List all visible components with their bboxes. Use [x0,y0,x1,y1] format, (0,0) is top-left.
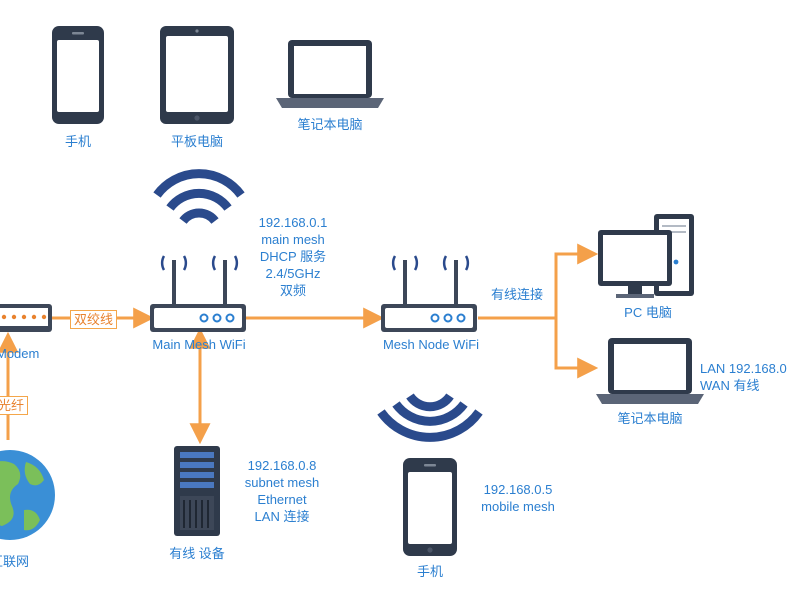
link-mesh-node-to-laptop [554,318,599,379]
label-laptop-right: 笔记本电脑 [617,411,683,426]
globe-icon [0,450,55,540]
smartphone-icon-top [52,26,104,124]
link-label-globe-modem: 光纤 [0,396,29,415]
label-phone-bottom: 手机 [416,564,443,579]
annotation-router-main: 192.168.0.1 main mesh DHCP 服务 2.4/5GHz 双… [258,215,328,298]
label-router-sub: Mesh Node WiFi [382,337,480,352]
router-icon-main [150,255,246,332]
label-tablet-top: 平板电脑 [170,134,223,149]
router-icon-mesh-node [381,255,477,332]
label-pc: PC 电脑 [624,305,672,320]
annotation-laptop-right: LAN 192.168.0 WAN 有线 [700,361,787,393]
label-phone-top: 手机 [64,134,91,149]
link-mesh-node-to-devices [478,243,599,320]
label-laptop-top: 笔记本电脑 [297,117,363,132]
tablet-icon-top [160,26,234,124]
link-label-modem-router: 双绞线 [70,310,118,329]
label-server: 有线 设备 [169,546,225,561]
laptop-icon-top [276,40,384,108]
label-globe: 互联网 [0,554,30,569]
connection-lines [0,243,599,445]
wifi-signal-icon-top [153,169,245,224]
annotation-phone-bottom: 192.168.0.5 mobile mesh [481,482,555,514]
modem-icon [0,304,52,332]
laptop-icon-right [596,338,704,404]
label-modem: Modem [0,346,40,361]
smartphone-icon-bottom [403,458,457,556]
desktop-pc-icon [598,214,694,298]
server-icon [174,446,220,536]
label-router-main: Main Mesh WiFi [152,337,246,352]
annotation-server: 192.168.0.8 subnet mesh Ethernet LAN 连接 [244,458,320,524]
link-label-sub-right: 有线连接 [490,287,543,302]
wifi-signal-icon-bottom [377,393,483,442]
